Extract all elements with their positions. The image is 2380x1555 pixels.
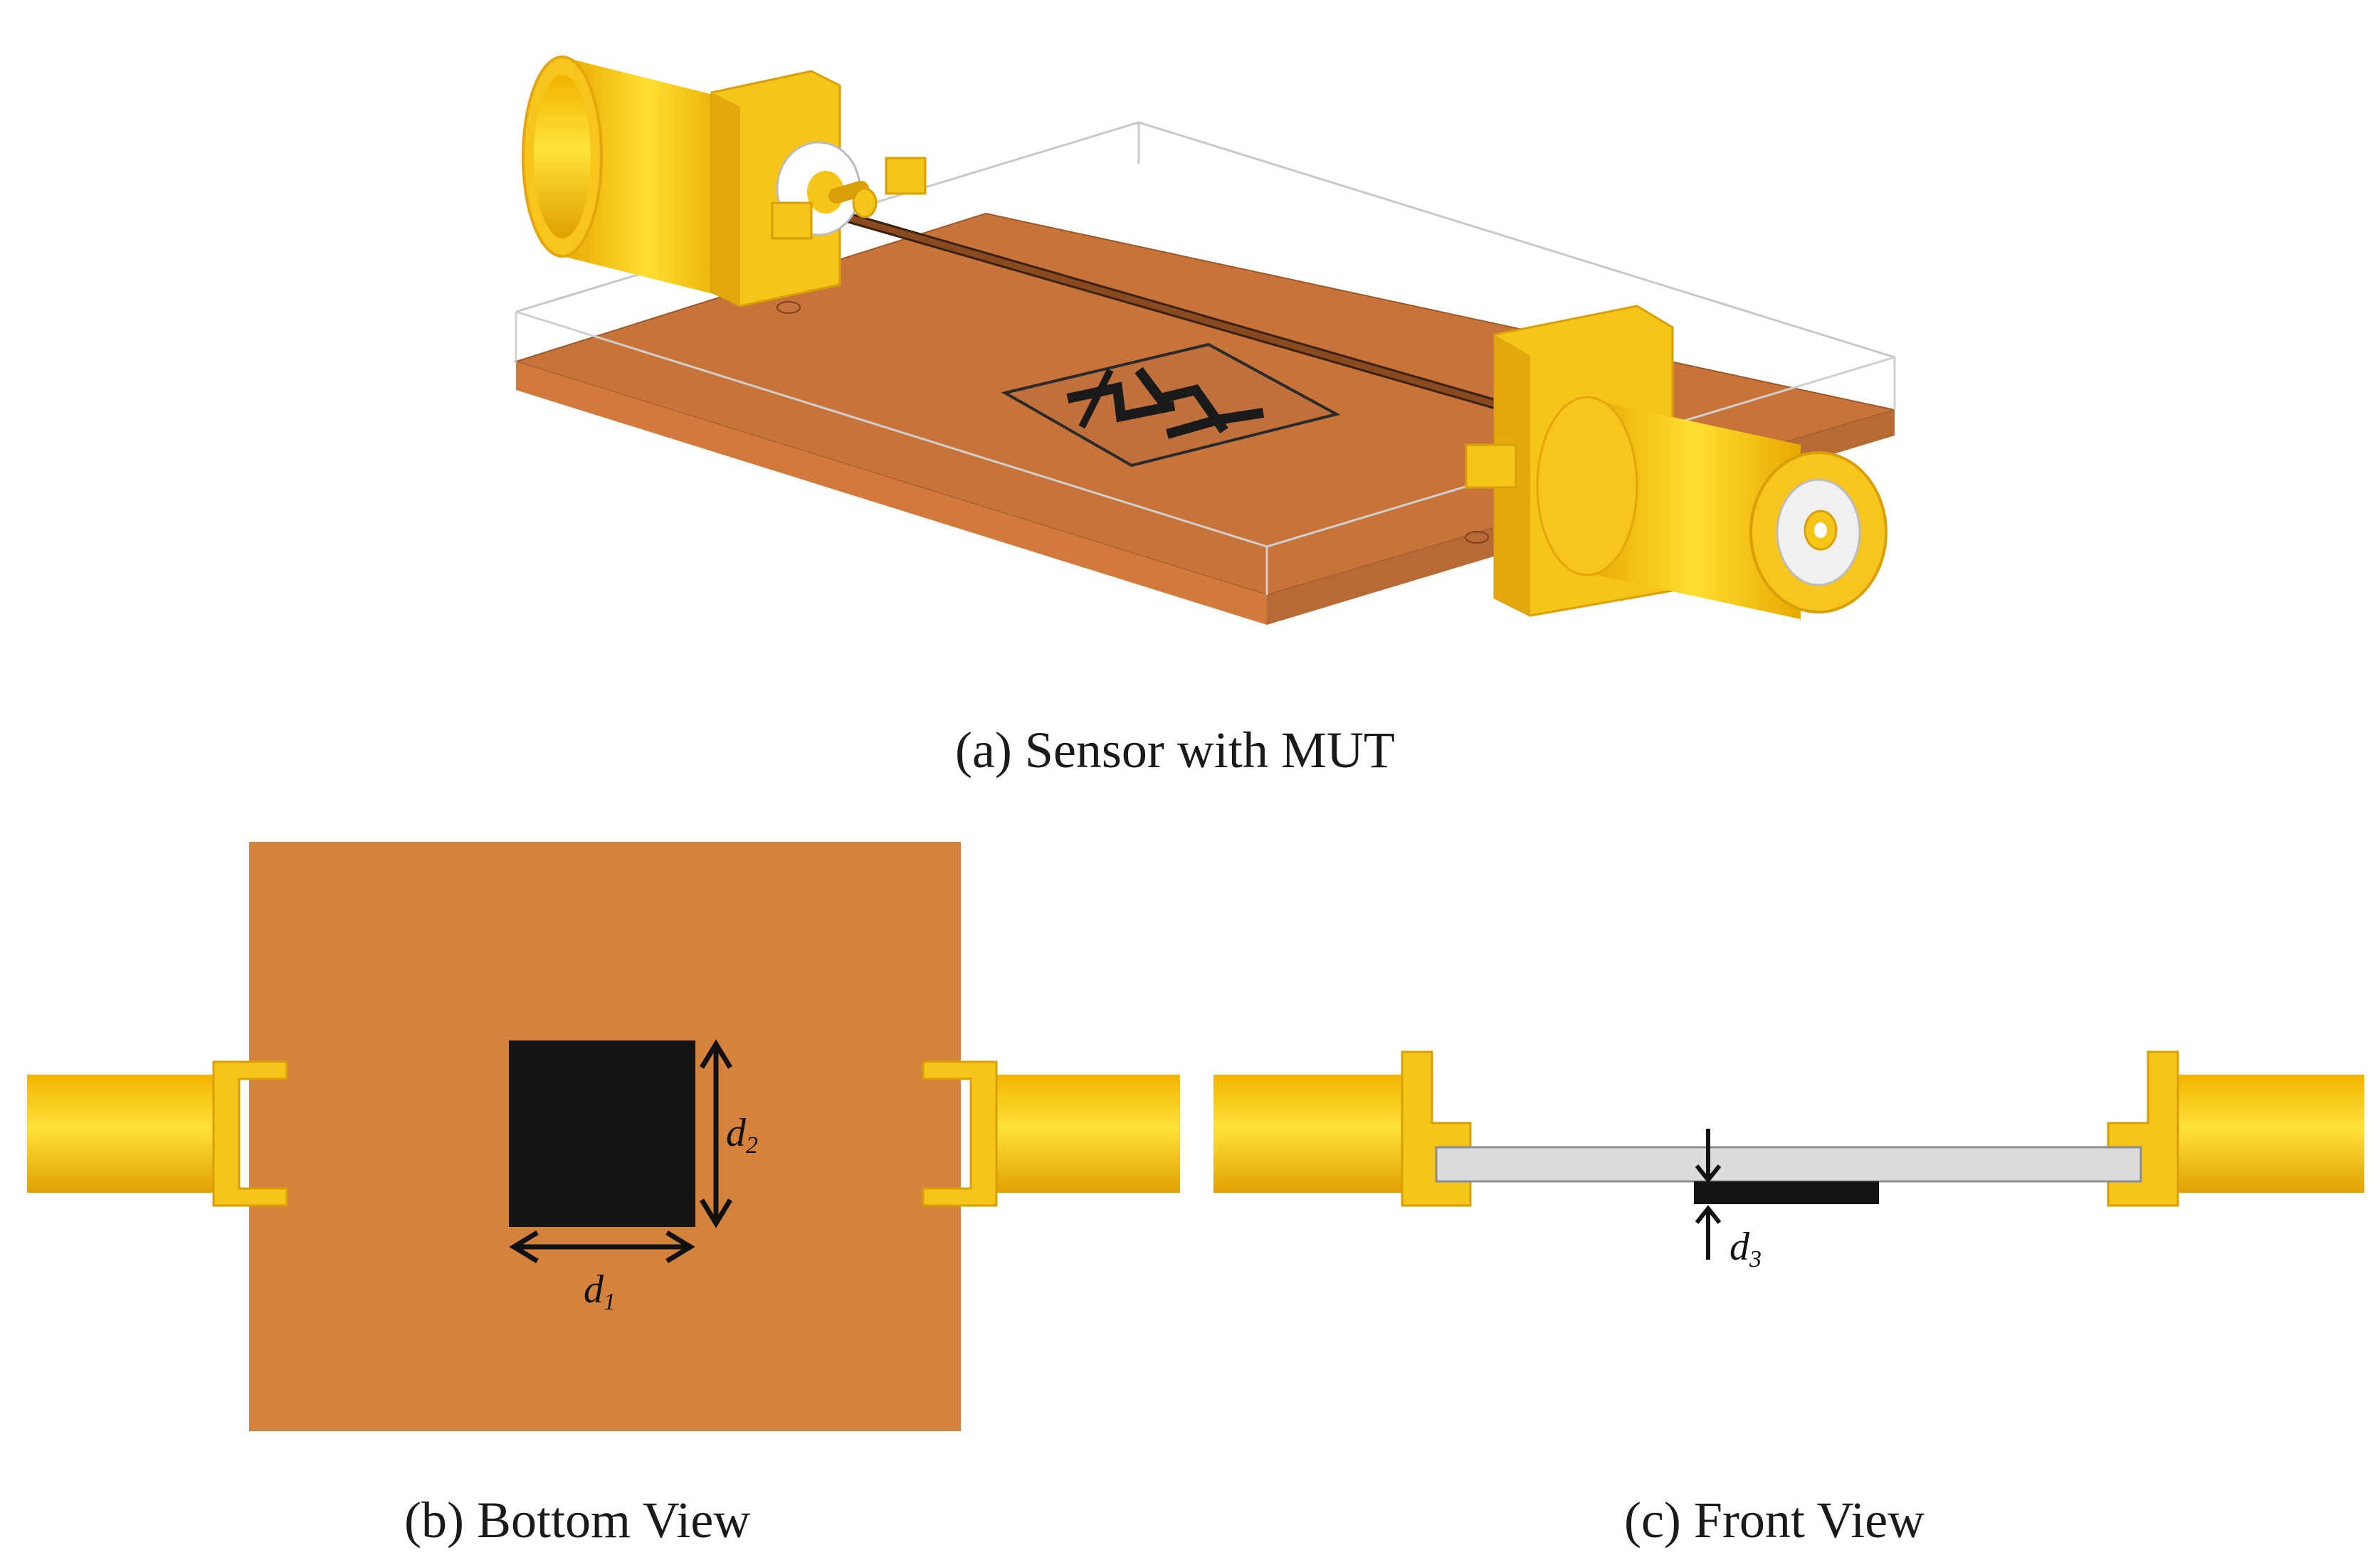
substrate-left: [516, 362, 1267, 625]
panel-a-sensor-3d: [513, 56, 1896, 625]
front-substrate: [1435, 1146, 2142, 1183]
via-mark: [776, 301, 801, 314]
d3-label: d3: [1729, 1225, 1762, 1272]
caption-a: (a) Sensor with MUT: [955, 722, 1395, 779]
via-mark: [1465, 531, 1489, 544]
d1-label: d1: [584, 1267, 616, 1315]
resonator-pattern: [1001, 342, 1341, 468]
right-connector-bracket: [922, 1060, 998, 1207]
front-left-connector-bracket: [1401, 1050, 1472, 1207]
mut-square: [509, 1040, 695, 1227]
microstrip-line: [818, 208, 1516, 411]
caption-b: (b) Bottom View: [404, 1492, 750, 1549]
front-right-connector-body: [2166, 1075, 2364, 1193]
left-connector-flange: [710, 70, 927, 307]
d1-dimension-arrow: [509, 1230, 695, 1263]
panel-c-front-view: d3: [1213, 1050, 2364, 1272]
caption-c: (c) Front View: [1624, 1492, 1924, 1549]
d3-dimension-arrows: [1695, 1129, 1722, 1260]
d2-dimension-arrow: [700, 1039, 732, 1228]
left-connector: [522, 56, 733, 299]
left-connector-bracket: [212, 1060, 288, 1207]
left-connector-body: [27, 1075, 221, 1193]
panel-b-bottom-view: d1 d2: [27, 842, 1180, 1431]
front-left-connector-body: [1213, 1075, 1414, 1193]
right-connector: [1465, 305, 1887, 619]
front-right-connector-bracket: [2107, 1050, 2179, 1207]
right-connector-body: [989, 1075, 1180, 1193]
front-mut-layer: [1694, 1181, 1879, 1204]
d2-label: d2: [726, 1111, 758, 1159]
